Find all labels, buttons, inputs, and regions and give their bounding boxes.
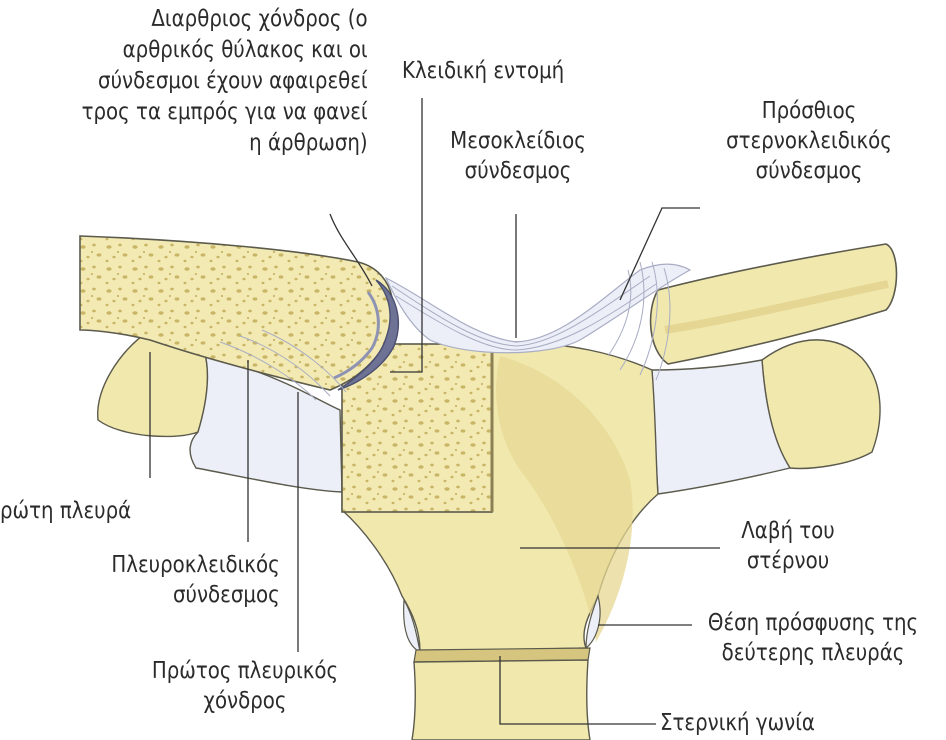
interclavicular-ligament	[386, 264, 690, 353]
label-articular-disc: Διαρθριος χόνδρος (ο αρθρικός θύλακος κα…	[82, 4, 368, 159]
label-costoclavicular-ligament: Πλευροκλειδικός σύνδεσμος	[112, 550, 280, 610]
label-sternal-angle: Στερνική γωνία	[660, 708, 815, 738]
label-anterior-sternoclavicular-ligament: Πρόσθιος στερνοκλειδικός σύνδεσμος	[719, 96, 900, 186]
label-interclavicular-ligament: Μεσοκλείδιος σύνδεσμος	[441, 126, 596, 186]
label-manubrium: Λαβή του στέρνου	[728, 516, 848, 576]
clavicle-right	[651, 244, 897, 364]
sternum-body	[412, 660, 590, 740]
label-first-costal-cartilage: Πρώτος πλευρικός χόνδρος	[129, 656, 361, 716]
label-second-rib-attachment: Θέση πρόσφυσης της δεύτερης πλευράς	[699, 608, 928, 668]
label-clavicular-notch: Κλειδική εντομή	[402, 56, 564, 86]
label-first-rib: ρώτη πλευρά	[0, 496, 131, 526]
